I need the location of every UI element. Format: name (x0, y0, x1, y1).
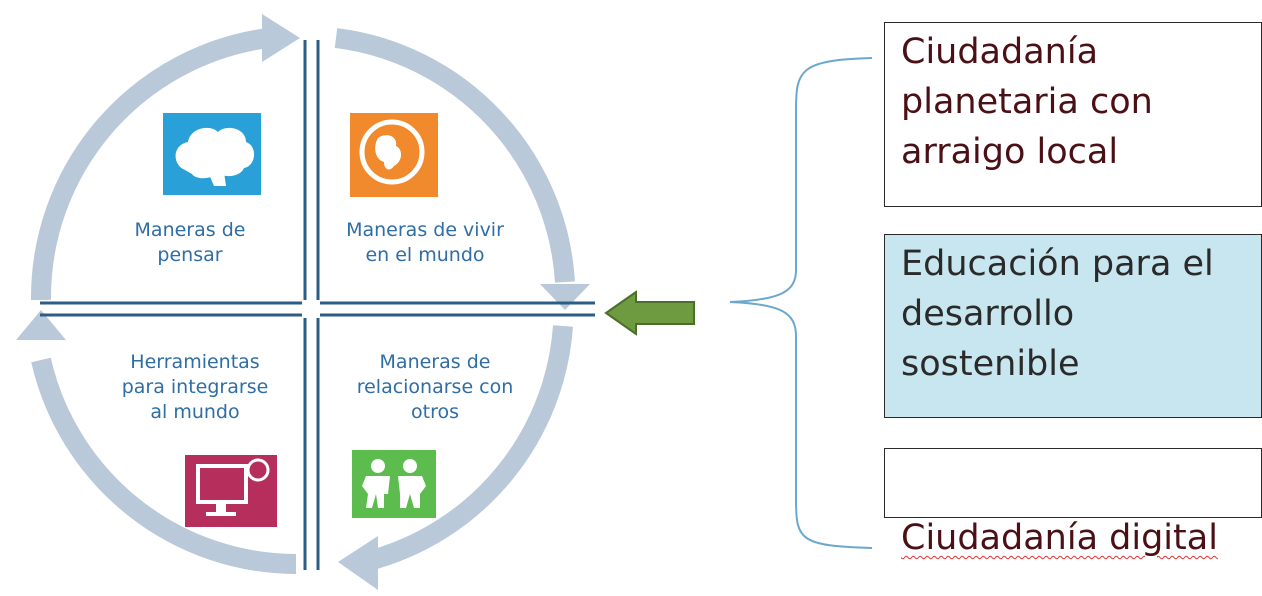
cycle-arrow-bottom-right (369, 325, 573, 570)
computer-icon (185, 455, 277, 527)
arrowhead-right (540, 284, 590, 310)
globe-icon (350, 113, 438, 197)
arrowhead-left (16, 310, 66, 340)
label-maneras-de-pensar: Maneras de pensar (134, 219, 246, 266)
cycle-arrow-top-left (30, 28, 270, 301)
label-maneras-de-relacionarse: Maneras de relacionarse con otros (356, 351, 514, 423)
label-herramientas: Herramientas para integrarse al mundo (121, 351, 269, 423)
curly-brace (729, 57, 873, 549)
children-icon (352, 450, 436, 518)
pointer-arrow (604, 290, 695, 336)
cycle-arrows (30, 28, 575, 574)
quadrant-dividers (40, 40, 595, 570)
arrowhead-bottom (338, 536, 378, 590)
box-ciudadania-digital-text: Ciudadanía digital (901, 518, 1218, 558)
box-educacion-desarrollo: Educación para el desarrollo sostenible (884, 234, 1262, 418)
cycle-arrow-top-right (334, 28, 575, 283)
cycle-arrowheads (16, 14, 590, 590)
brain-icon (163, 113, 261, 195)
box-ciudadania-digital: Ciudadanía digital (884, 448, 1262, 558)
arrowhead-top (262, 14, 300, 62)
box-ciudadania-planetaria: Ciudadanía planetaria con arraigo local (884, 22, 1262, 207)
label-maneras-de-vivir: Maneras de vivir en el mundo (346, 219, 504, 266)
cycle-arrow-bottom-left (31, 357, 297, 574)
